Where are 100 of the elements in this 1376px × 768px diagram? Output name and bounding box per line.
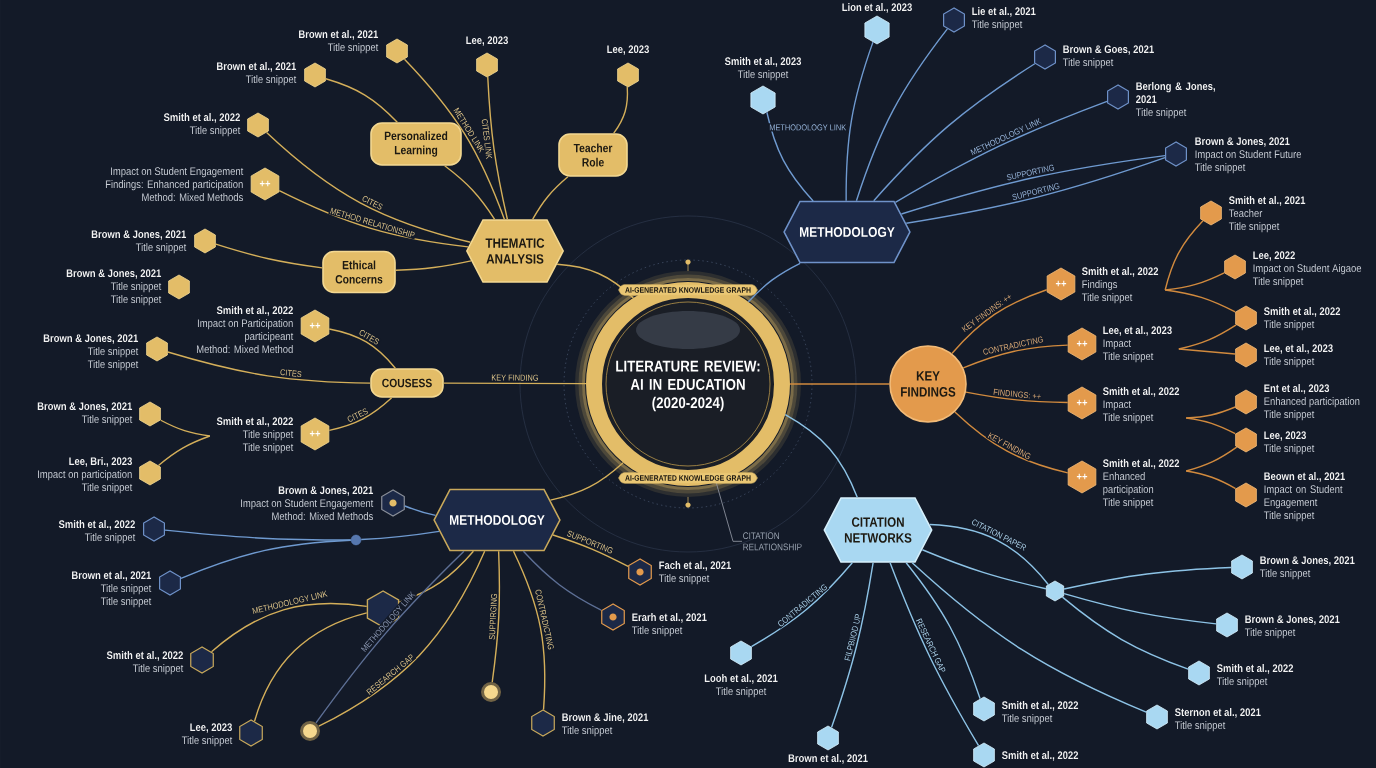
citation-detail: Title snippet [1228, 222, 1280, 233]
citation-detail: Teacher [1228, 209, 1263, 218]
citation-detail: Title snippet [1263, 444, 1315, 455]
connector-line [1063, 592, 1217, 625]
connector-line [1185, 470, 1237, 490]
citation-author: Beown et al., 2021 [1264, 472, 1345, 482]
citation-author: Lee, 2023 [466, 36, 508, 46]
citation-detail: Title snippet [242, 430, 294, 441]
connector-line [1185, 417, 1236, 435]
citation-detail: Title snippet [84, 533, 136, 544]
connector-line [403, 58, 506, 220]
citation-detail: Title snippet [81, 483, 133, 494]
connector-line [164, 529, 352, 541]
connector-line [253, 612, 368, 723]
citation-author: Brown & Jones, 2021 [43, 334, 139, 344]
connector-line [325, 78, 398, 123]
citation-author: Smith et al., 2022 [163, 113, 240, 123]
citation-detail: Title snippet [631, 626, 683, 637]
connector-line [328, 397, 393, 432]
citation-detail: Title snippet [737, 70, 789, 81]
connector-line [328, 328, 397, 369]
citation-author: Smith et al., 2022 [1216, 664, 1294, 674]
connector-line [318, 550, 486, 727]
citation-detail: Impact [1103, 339, 1131, 350]
connector-line [911, 562, 1147, 713]
citation-detail: Title snippet [1252, 277, 1304, 288]
citation-author: Smith et al., 2022 [1102, 387, 1180, 397]
hexagon-node: ++ [1067, 460, 1097, 494]
citation-detail: Title snippet [561, 726, 613, 737]
connector-line [766, 111, 814, 202]
edge-label: FINDINGS: ++ [991, 387, 1043, 401]
connector-line [315, 550, 465, 724]
connector-line [921, 549, 1047, 590]
edge-label: KEY FINDING [490, 373, 540, 382]
citation-detail: Title snippet [1216, 677, 1268, 688]
citation-detail: Title snippet [327, 43, 379, 54]
hexagon-node: ++ [300, 417, 330, 451]
citation-detail: Impact on Participation [197, 319, 293, 330]
citation-detail: Title snippet [1174, 721, 1226, 732]
connector-line [157, 435, 211, 467]
connector-line [1185, 406, 1236, 419]
connector-line [360, 530, 440, 541]
citation-author: Smith et al., 2023 [724, 57, 802, 67]
citation-detail: Title snippet [1135, 108, 1187, 119]
edge-label: METHODOLOGY LINK [768, 123, 848, 132]
connector-line [444, 165, 496, 221]
citation-detail: Title snippet [81, 415, 133, 426]
citation-author: Lee, Bri., 2023 [69, 457, 132, 467]
citation-detail: Impact on Student Future [1195, 150, 1302, 161]
connector-line [215, 243, 323, 269]
connector-line [549, 461, 624, 501]
connector-line [512, 550, 546, 711]
citation-author: Lee, 2023 [190, 723, 232, 733]
citation-author: Smith et al., 2022 [58, 520, 135, 530]
connector-line [522, 550, 602, 611]
citation-detail: Title snippet [100, 584, 152, 595]
connector-line [1164, 220, 1204, 291]
title-text: LITERATURE REVIEW: AI IN EDUCATION (2020-2024) [616, 360, 760, 412]
citation-author: Berlong & Jones, 2021 [1136, 82, 1215, 104]
citation-author: Brown & Jones, 2021 [1245, 615, 1340, 625]
connector-line [1061, 596, 1189, 670]
connector-line [889, 562, 980, 747]
citation-detail: Title snippet [1259, 569, 1311, 580]
annotation-text: CITATION RELATIONSHIP [743, 532, 802, 551]
citation-detail: Title snippet [100, 597, 152, 608]
connector-line [894, 100, 1108, 204]
citation-author: Brown & Jones, 2021 [66, 269, 162, 279]
citation-detail: Title snippet [971, 20, 1023, 31]
citation-detail: Title snippet [135, 243, 187, 254]
citation-author: Fach et al., 2021 [659, 561, 731, 571]
connector-line [491, 550, 501, 683]
connector-line [905, 156, 1166, 224]
hexagon-node [1045, 580, 1065, 602]
citation-detail: Title snippet [715, 687, 767, 698]
topic-pill: Personalized Learning [370, 122, 462, 166]
edge-label: CITES [345, 406, 370, 424]
leader-line [715, 481, 743, 542]
ring-label: AI-GENERATED KNOWLEDGE GRAPH [618, 472, 758, 484]
citation-author: Smith et al., 2022 [1001, 751, 1079, 761]
citation-author: Erarh et al., 2021 [632, 613, 707, 623]
connector-line [1164, 272, 1225, 291]
citation-detail: Title snippet [1194, 163, 1246, 174]
citation-author: Lee, et al., 2023 [1103, 326, 1172, 336]
connector-line [167, 351, 371, 384]
hexagon-hub: CITATION NETWORKS [823, 497, 933, 563]
connector-line [180, 539, 352, 580]
citation-author: Smith et al., 2022 [1102, 459, 1180, 469]
connector-line [750, 562, 853, 648]
citation-detail: Title snippet [1081, 293, 1133, 304]
citation-detail: Impact on Student Engagement [241, 499, 374, 510]
citation-detail: Method: Mixed Method [197, 345, 293, 354]
connector-line [487, 76, 509, 220]
citation-author: Smith et al., 2022 [216, 417, 293, 427]
citation-detail: Impact on Student Aigaoe [1253, 264, 1362, 275]
citation-detail: Impact on Student Engagement [111, 167, 244, 178]
connector-line [789, 383, 890, 385]
citation-detail: Findings [1082, 280, 1118, 291]
connector-line [747, 262, 801, 303]
citation-detail: Title snippet [1244, 628, 1296, 639]
connector-line [1178, 348, 1236, 355]
